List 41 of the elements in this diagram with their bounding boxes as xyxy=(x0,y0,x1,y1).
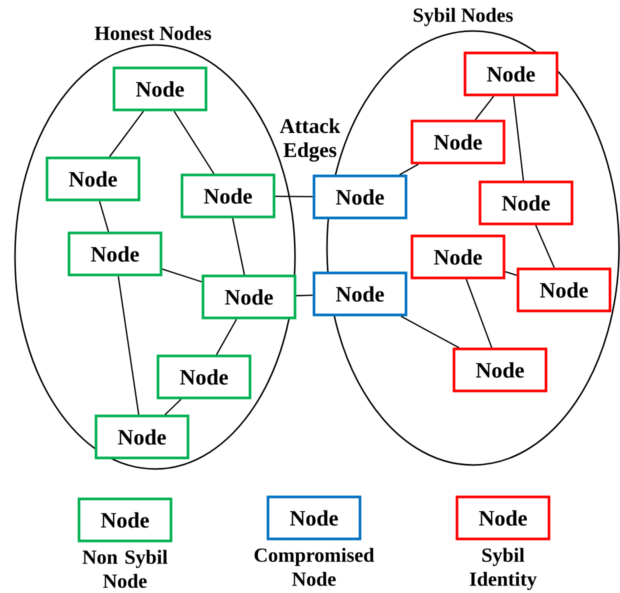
node-box: Node xyxy=(202,274,296,320)
edge-line xyxy=(98,201,110,232)
edge-line xyxy=(296,294,313,296)
node-box: Node xyxy=(180,174,276,218)
edge-line xyxy=(164,398,182,416)
node-box: Node xyxy=(94,414,190,460)
legend-caption: Sybil Identity xyxy=(470,548,537,590)
node-box: Node xyxy=(410,120,506,164)
node-box: Node xyxy=(78,498,172,542)
edge-line xyxy=(535,225,555,268)
edge-line xyxy=(232,218,246,275)
edge-line xyxy=(512,96,524,181)
node-box: Node xyxy=(516,268,612,312)
node-box: Node xyxy=(456,496,550,540)
node-box: Node xyxy=(68,232,162,276)
edge-line xyxy=(505,271,517,276)
node-box: Node xyxy=(410,234,506,280)
edge-line xyxy=(162,268,202,282)
edge-line xyxy=(174,110,214,174)
node-box: Node xyxy=(478,180,574,226)
edge-line xyxy=(216,318,238,355)
node-box: Node xyxy=(156,354,252,400)
node-box: Node xyxy=(46,156,140,202)
edge-line xyxy=(118,276,140,415)
node-box: Node xyxy=(312,174,408,220)
edge-line xyxy=(399,164,419,176)
legend-caption: Compromised Node xyxy=(254,548,374,586)
edge-line xyxy=(466,279,492,348)
node-box: Node xyxy=(464,52,558,96)
edge-line xyxy=(474,96,494,120)
edge-line xyxy=(400,316,460,348)
attack-label: Attack Edges xyxy=(280,118,340,162)
group-heading: Honest Nodes xyxy=(94,26,212,40)
legend-caption: Non Sybil Node xyxy=(82,550,168,588)
edge-line xyxy=(275,196,313,198)
node-box: Node xyxy=(112,66,208,112)
edge-line xyxy=(109,110,144,158)
node-box: Node xyxy=(452,348,548,392)
node-box: Node xyxy=(266,496,362,540)
group-heading: Sybil Nodes xyxy=(414,8,513,26)
node-box: Node xyxy=(312,272,408,316)
